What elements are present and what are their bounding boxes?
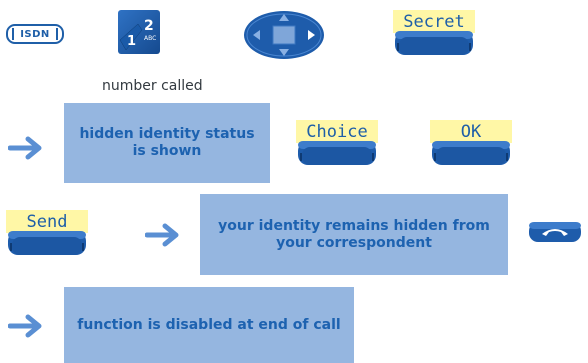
identity-hidden-text: your identity remains hidden from your c… bbox=[218, 217, 490, 251]
send-softkey-button[interactable] bbox=[6, 229, 88, 257]
navigator-icon[interactable] bbox=[243, 10, 325, 60]
number-called-caption: number called bbox=[102, 78, 203, 94]
ok-softkey-button[interactable] bbox=[430, 139, 512, 167]
function-disabled-info-box: function is disabled at end of call bbox=[64, 287, 354, 363]
secret-softkey[interactable]: Secret bbox=[393, 10, 475, 60]
hang-up-icon[interactable] bbox=[528, 221, 582, 243]
choice-softkey-label: Choice bbox=[296, 120, 378, 143]
secret-softkey-label: Secret bbox=[393, 10, 475, 33]
isdn-key-left-bar bbox=[12, 28, 14, 40]
keypad-icon[interactable]: 1 2 ABC bbox=[118, 10, 160, 54]
isdn-key-label: ISDN bbox=[20, 28, 50, 40]
hidden-identity-info-box: hidden identity status is shown bbox=[64, 103, 270, 183]
send-softkey-label: Send bbox=[6, 210, 88, 233]
ok-softkey[interactable]: OK bbox=[430, 120, 512, 170]
function-disabled-text: function is disabled at end of call bbox=[77, 316, 341, 333]
choice-softkey-button[interactable] bbox=[296, 139, 378, 167]
choice-softkey[interactable]: Choice bbox=[296, 120, 378, 170]
secret-softkey-button[interactable] bbox=[393, 29, 475, 57]
identity-hidden-info-box: your identity remains hidden from your c… bbox=[200, 194, 508, 275]
keypad-digit-1: 1 bbox=[127, 34, 136, 49]
keypad-letters: ABC bbox=[144, 35, 156, 42]
isdn-key-right-bar bbox=[56, 28, 58, 40]
isdn-key[interactable]: ISDN bbox=[6, 24, 64, 44]
ok-softkey-label: OK bbox=[430, 120, 512, 143]
send-softkey[interactable]: Send bbox=[6, 210, 88, 260]
hidden-identity-text: hidden identity status is shown bbox=[79, 126, 255, 159]
keypad-digit-2: 2 bbox=[144, 18, 154, 34]
arrow-right-icon bbox=[8, 136, 42, 160]
arrow-right-icon bbox=[8, 314, 42, 338]
arrow-right-icon bbox=[145, 223, 179, 247]
